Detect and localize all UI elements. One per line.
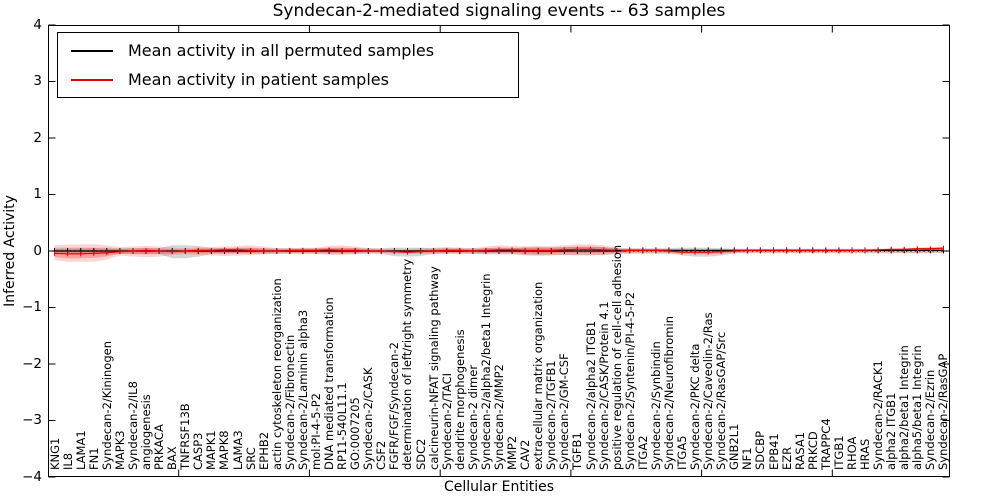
x-tick-label: ITGA2	[635, 435, 650, 470]
x-tick-label: EPB41	[766, 433, 781, 470]
y-tick-label: −2	[22, 355, 42, 372]
x-tick-label: Syndecan-2/Synbindin	[648, 341, 663, 470]
x-tick-label: PRKCD	[805, 431, 820, 470]
legend-line-permuted-icon	[71, 49, 113, 52]
x-tick-label: EZR	[779, 446, 794, 470]
x-tick-label: Syndecan-2/TACI	[439, 373, 454, 470]
x-tick-label: Syndecan-2/alpha2 ITGB1	[583, 320, 598, 470]
y-tick-label: 2	[33, 129, 42, 146]
legend-item-permuted: Mean activity in all permuted samples	[71, 41, 518, 60]
x-tick-label: Syndecan-2/RasGAP	[936, 353, 951, 470]
x-tick-label: EPHB2	[256, 431, 271, 470]
x-tick-label: dendrite morphogenesis	[452, 329, 467, 470]
x-tick-label: SDCBP	[753, 430, 768, 470]
x-tick-label: SDC2	[413, 438, 428, 470]
x-tick-label: LAMA1	[73, 430, 88, 470]
x-tick-label: Syndecan-2/Laminin alpha3	[295, 309, 310, 470]
x-tick-label: Syndecan-2/Kininogen	[99, 341, 114, 470]
x-axis-title: Cellular Entities	[443, 479, 555, 495]
x-tick-label: SRC	[243, 447, 258, 470]
x-tick-label: Syndecan-2/Neurofibromin	[661, 316, 676, 470]
x-tick-label: TGFB1	[570, 432, 585, 470]
x-tick-label: Syndecan-2/alpha2/beta1 Integrin	[478, 273, 493, 470]
x-tick-label: TRAPPC4	[818, 418, 833, 470]
x-tick-label: determination of left/right symmetry	[400, 258, 415, 470]
x-tick-label: IL8	[60, 452, 75, 470]
x-tick-label: RHOA	[844, 436, 859, 470]
y-tick-label: 1	[33, 186, 42, 202]
x-tick-label: LAMA3	[230, 430, 245, 470]
x-tick-label: MAPK8	[217, 430, 232, 470]
y-tick-label: 4	[33, 16, 42, 33]
x-tick-label: FN1	[86, 447, 101, 470]
x-tick-label: Syndecan-2/Fibronectin	[282, 334, 297, 470]
y-tick-label: 3	[33, 73, 42, 89]
x-tick-label: actin cytoskeleton reorganization	[269, 278, 284, 470]
legend-item-patient: Mean activity in patient samples	[71, 70, 518, 89]
x-tick-label: KNG1	[47, 437, 62, 470]
y-tick-label: −3	[22, 412, 42, 428]
x-tick-label: MAPK3	[112, 430, 127, 470]
legend-label-permuted: Mean activity in all permuted samples	[128, 41, 435, 60]
y-tick-label: −1	[22, 299, 42, 315]
x-tick-label: Syndecan-2/CASK/Protein 4.1	[596, 301, 611, 470]
x-tick-label: Syndecan-2 dimer	[465, 364, 480, 470]
x-tick-label: calcineurin-NFAT signaling pathway	[426, 266, 441, 470]
legend-label-patient: Mean activity in patient samples	[128, 70, 389, 89]
legend-line-patient-icon	[71, 78, 113, 81]
x-tick-label: ITGB1	[831, 435, 846, 470]
legend: Mean activity in all permuted samples Me…	[57, 32, 519, 98]
y-tick-label: 0	[33, 242, 42, 259]
y-tick-label: −4	[22, 468, 42, 485]
x-tick-label: Syndecan-2/Syntenin/PI-4-5-P2	[622, 291, 637, 470]
x-tick-label: positive regulation of cell-cell adhesio…	[609, 244, 624, 470]
x-tick-label: RASA1	[792, 431, 807, 470]
chart-title: Syndecan-2-mediated signaling events -- …	[272, 1, 726, 21]
